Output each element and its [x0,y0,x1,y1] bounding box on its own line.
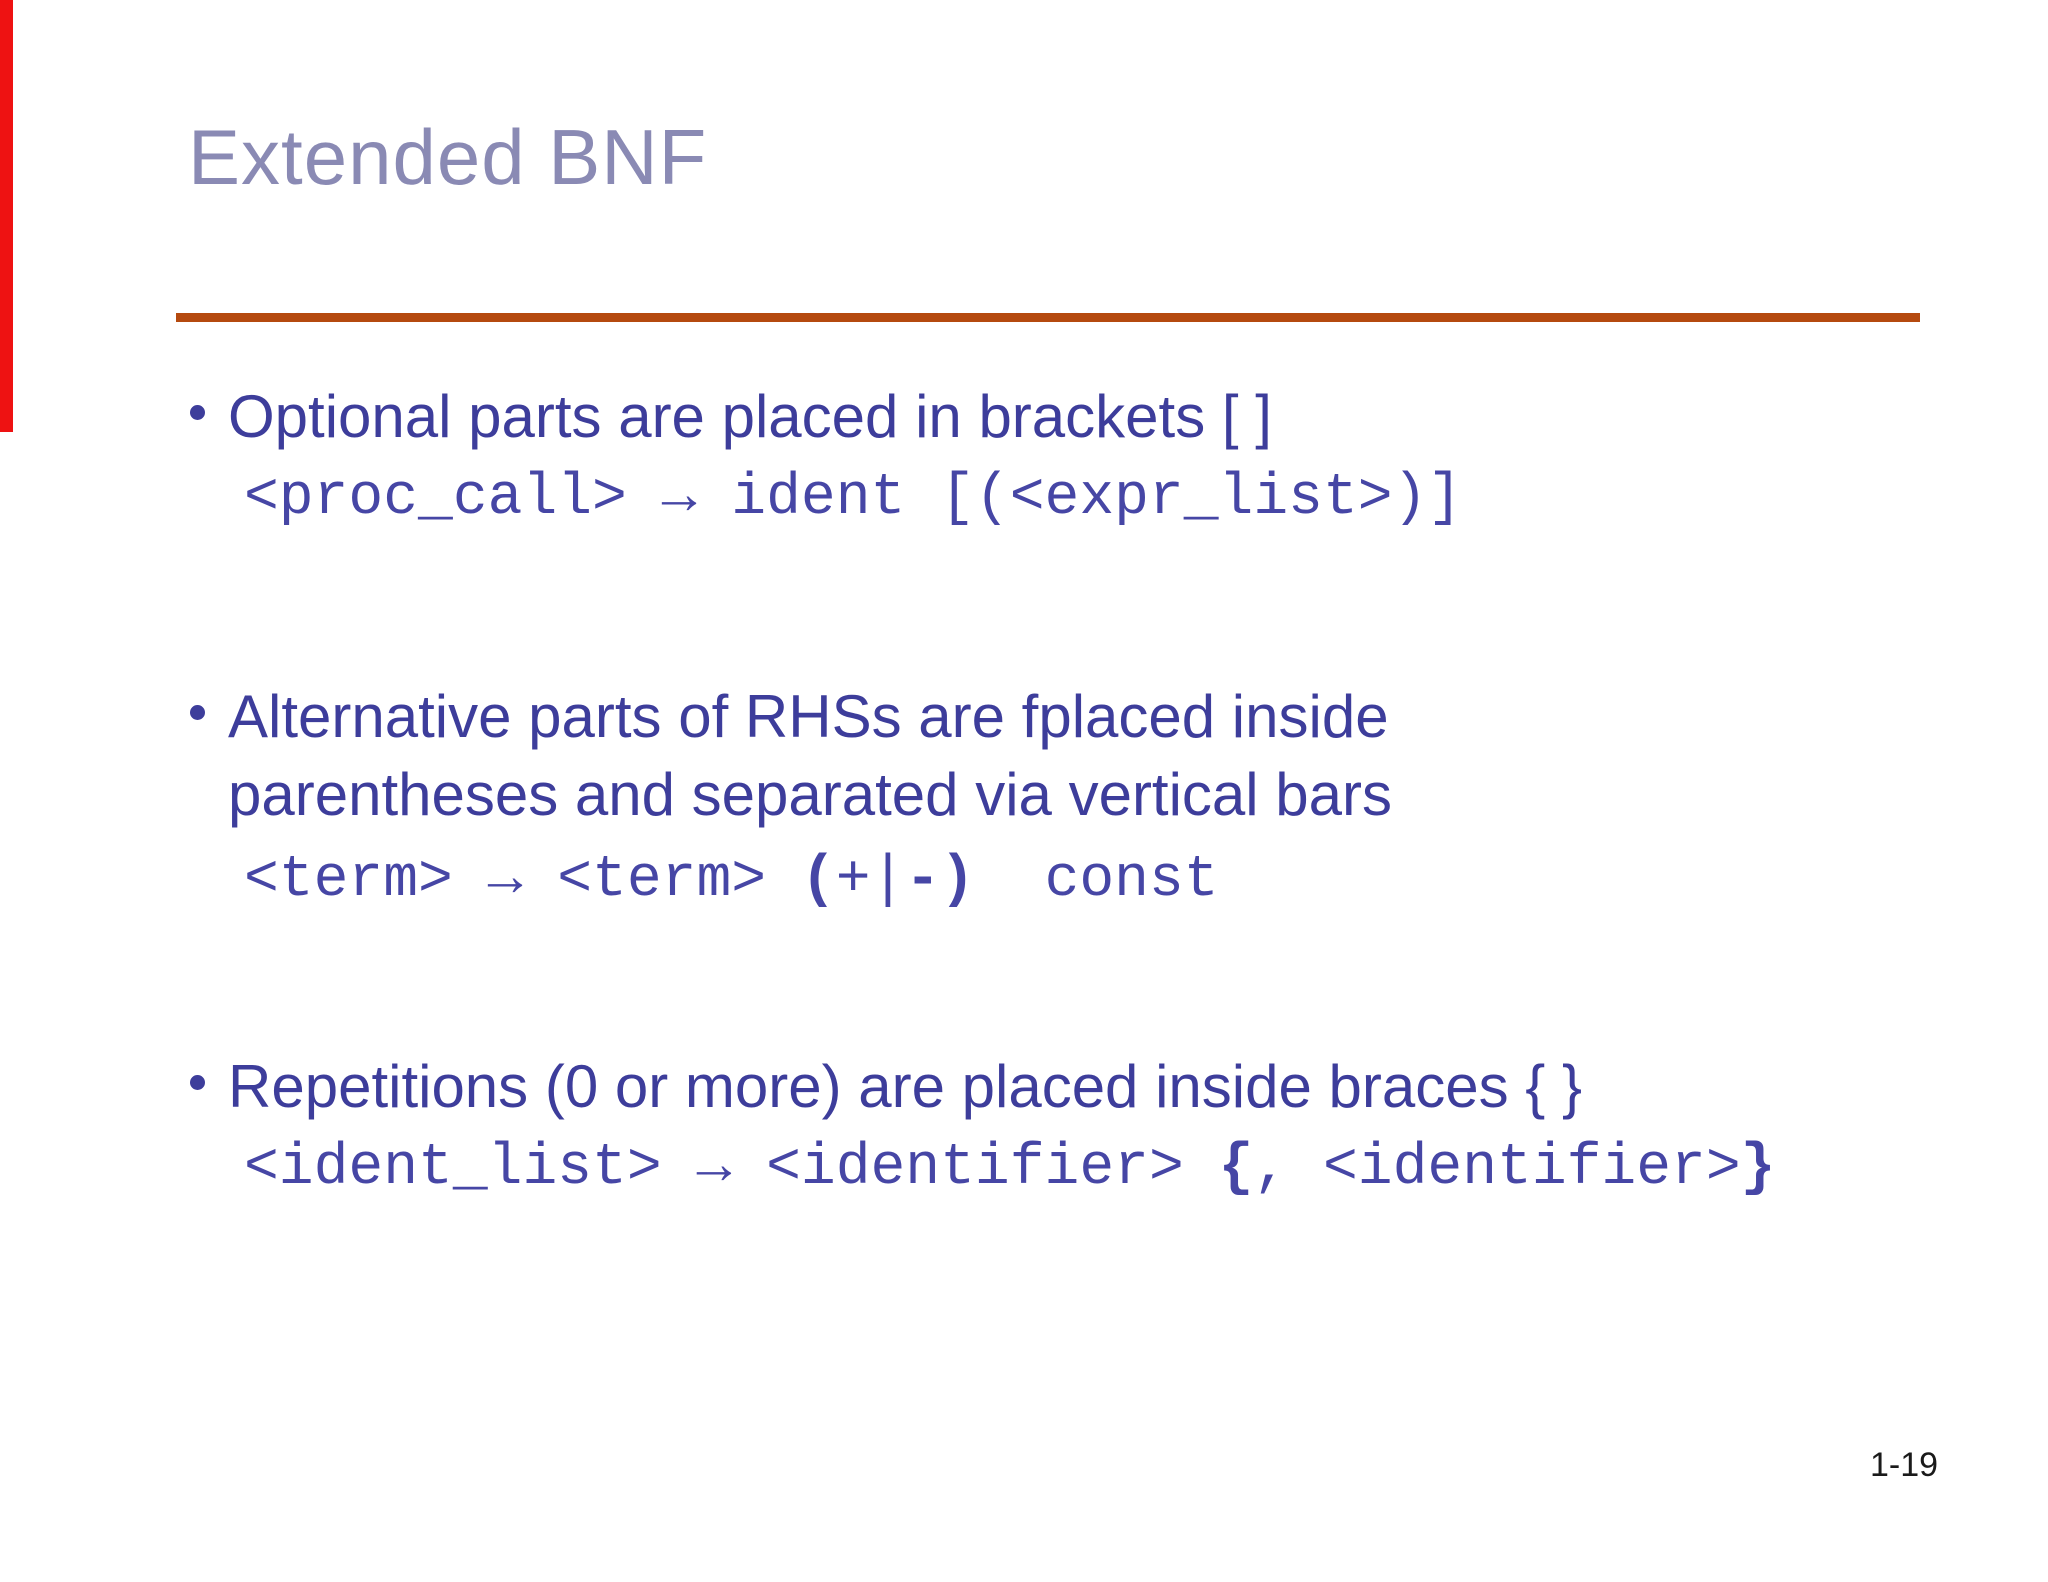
code-line-term: <term> → <term> (+|-) const [244,846,1219,916]
code-segment-bold: ( [800,848,836,913]
bullet-item-repetitions: Repetitions (0 or more) are placed insid… [190,1048,1582,1126]
bullet-item-optional: Optional parts are placed in brackets [ … [190,378,1272,456]
code-segment-bold: { [1218,1136,1254,1201]
code-segment: <ident_list> → <identifier> [244,1136,1219,1201]
code-segment: <proc_call> → ident [(<expr_list>)] [244,466,1463,531]
code-segment: <term> → <term> [244,848,801,913]
code-line-proc-call: <proc_call> → ident [(<expr_list>)] [244,464,1462,534]
left-accent-bar [0,0,13,432]
code-segment-bold: } [1740,1136,1776,1201]
bullet-item-alternative: Alternative parts of RHSs are fplaced in… [190,678,1708,834]
code-segment: , <identifier> [1253,1136,1741,1201]
bullet-text: Repetitions (0 or more) are placed insid… [228,1053,1583,1120]
slide-title: Extended BNF [188,113,708,201]
bullet-text: Optional parts are placed in brackets [ … [228,383,1272,450]
bullet-dot [190,405,205,420]
code-segment-bold: -) [905,848,975,913]
code-line-ident-list: <ident_list> → <identifier> {, <identifi… [244,1134,1775,1204]
bullet-dot [190,1075,205,1090]
code-segment: +| [835,848,906,913]
title-divider-rule [176,313,1920,322]
bullet-text: Alternative parts of RHSs are fplaced in… [228,683,1393,828]
bullet-dot [190,705,205,720]
code-segment: const [974,848,1219,913]
page-number: 1-19 [1870,1446,1939,1484]
